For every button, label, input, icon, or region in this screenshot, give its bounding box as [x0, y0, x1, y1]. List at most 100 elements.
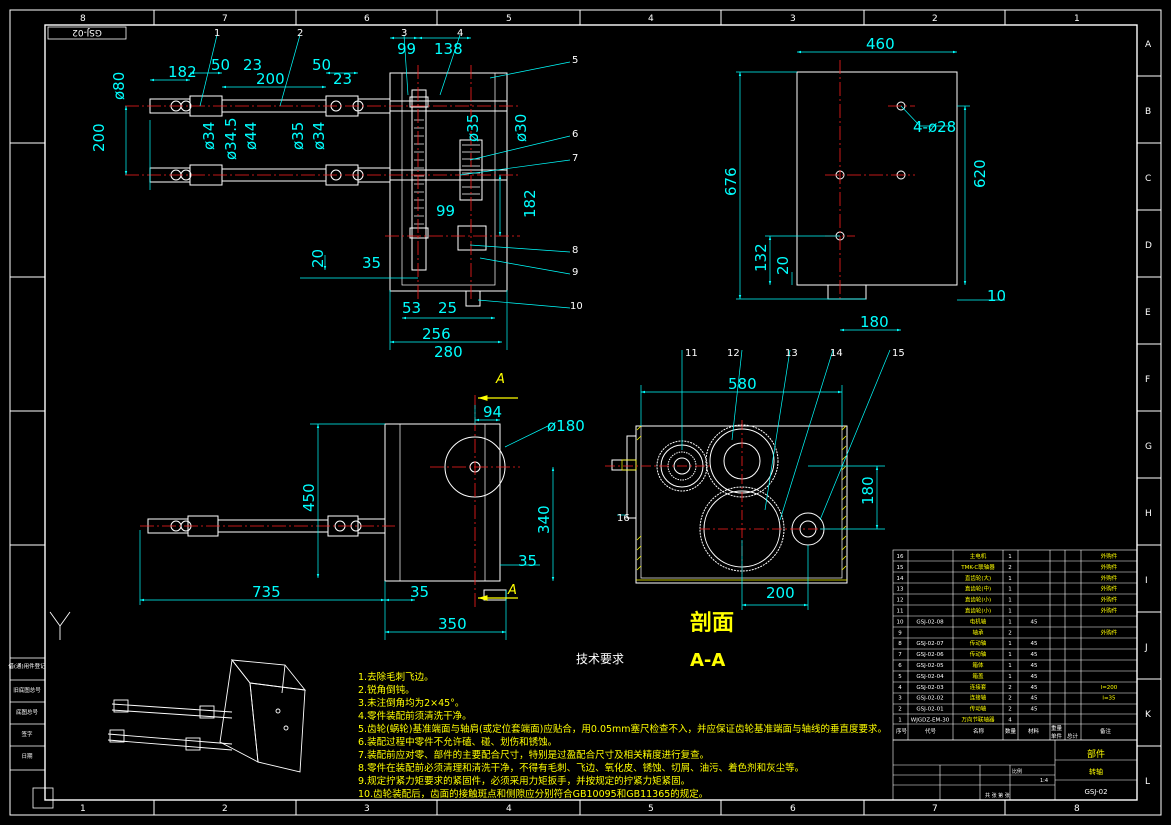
scale-label: 比例 [1012, 768, 1022, 775]
bom-cell-note: 外购件 [1101, 607, 1118, 615]
bom-cell-note: l=200 [1101, 685, 1118, 691]
dim-label: 280 [434, 343, 463, 361]
svg-text:底图总号: 底图总号 [16, 708, 39, 716]
bom-cell-qty: 1 [1008, 619, 1012, 625]
dim-label: ø34.5 [222, 117, 240, 160]
col-label-bottom: 7 [932, 804, 938, 814]
bom-cell-mat: 45 [1031, 707, 1038, 713]
bom-cell-note: 外购件 [1101, 628, 1118, 636]
section-balloon-labels: 11 12 13 14 15 16 [617, 348, 905, 524]
front-balloons [199, 34, 571, 309]
dim-label: 350 [438, 615, 467, 633]
dim-label: 256 [422, 325, 451, 343]
dim-label: ø44 [242, 122, 260, 150]
svg-text:A-A: A-A [690, 650, 725, 671]
bom-cell-name: 连接套 [970, 683, 987, 691]
col-label-bottom: 5 [648, 804, 654, 814]
svg-text:日期: 日期 [21, 753, 33, 760]
bom-cell-note: l=35 [1102, 696, 1116, 702]
bom-header-no: 序号 [896, 727, 908, 735]
dim-label: 23 [243, 56, 262, 74]
section-view [605, 420, 848, 584]
bom-cell-code: GSJ-02-05 [916, 663, 944, 669]
dim-label: 460 [866, 35, 895, 53]
balloon-1: 1 [214, 28, 220, 39]
bom-cell-name: 直齿轮(大) [965, 574, 991, 582]
row-label: H [1145, 509, 1152, 519]
section-arrows [478, 395, 518, 601]
bom-cell-name: 直齿轮(小) [965, 596, 991, 604]
svg-text:GSJ-02: GSJ-02 [72, 27, 102, 37]
svg-text:A: A [495, 372, 505, 387]
dim-label: ø80 [110, 72, 128, 100]
bom-cell-code: GSJ-02-08 [916, 619, 944, 625]
col-label-bottom: 2 [222, 804, 228, 814]
bom-cell-qty: 2 [1008, 630, 1012, 636]
dim-label: ø35 [464, 114, 482, 142]
bom-cell-no: 13 [897, 587, 904, 593]
bom-cell-name: 箱体 [972, 661, 984, 669]
bom-cell-no: 11 [897, 609, 904, 615]
dim-label: 20 [774, 256, 792, 275]
balloon-8: 8 [572, 245, 578, 256]
bom-header-name: 名称 [973, 727, 985, 735]
balloon-4: 4 [457, 28, 463, 39]
bom-cell-mat: 45 [1031, 641, 1038, 647]
bom-header-unit: 单件 [1051, 732, 1063, 740]
row-label: J [1144, 643, 1148, 653]
bom-cell-qty: 1 [1008, 554, 1012, 560]
bom-cell-code: WJGDZ-EM-30 [911, 718, 950, 724]
side-view-dimensions [736, 50, 1005, 332]
bom-cell-note: 外购件 [1101, 596, 1118, 604]
bom-cell-qty: 1 [1008, 674, 1012, 680]
dim-label: 10 [987, 287, 1006, 305]
bom-cell-note: 外购件 [1101, 552, 1118, 560]
dim-label: 23 [333, 70, 352, 88]
row-label: C [1145, 174, 1151, 184]
tech-note: 6.装配过程中零件不允许磕、碰、划伤和锈蚀。 [358, 736, 557, 748]
bom-cell-name: 箱盖 [972, 672, 984, 680]
frame-column-labels: 8 7 6 5 4 3 2 1 1 2 3 4 5 6 7 8 [80, 14, 1080, 814]
tech-note: 5.齿轮(蜗轮)基准端面与轴肩(或定位套端面)应贴合，用0.05mm塞尺检查不入… [358, 723, 887, 735]
dim-label: 676 [722, 167, 740, 196]
balloon-10: 10 [570, 301, 583, 312]
bom-cell-qty: 1 [1008, 587, 1012, 593]
section-markers: A A [495, 372, 517, 598]
dim-label: 50 [211, 56, 230, 74]
svg-text:借(通)用件登记: 借(通)用件登记 [8, 662, 46, 670]
dim-label: 35 [362, 254, 381, 272]
scale-value: 1:4 [1040, 778, 1048, 784]
top-view-dimensions [139, 405, 555, 640]
dim-label: 53 [402, 299, 421, 317]
drawing-frame [9, 9, 1162, 816]
dim-label: 200 [256, 70, 285, 88]
dim-label: ø30 [512, 114, 530, 142]
svg-text:旧底图总号: 旧底图总号 [13, 686, 41, 694]
svg-text:A: A [507, 583, 517, 598]
dim-label: 35 [518, 552, 537, 570]
section-dim-text: 580 180 200 [728, 375, 877, 602]
dim-label: 180 [860, 313, 889, 331]
tech-note: 8.零件在装配前必须清理和清洗干净，不得有毛刺、飞边、氧化皮、锈蚀、切屑、油污、… [358, 762, 804, 774]
bom-cell-no: 1 [898, 718, 902, 724]
front-view-dimensions [124, 36, 508, 350]
bom-cell-qty: 4 [1008, 718, 1012, 724]
tech-note: 9.规定拧紧力矩要求的紧固件，必须采用力矩扳手，并按规定的拧紧力矩紧固。 [358, 775, 690, 787]
bom-cell-mat: 45 [1031, 619, 1038, 625]
dim-label: 4-ø28 [913, 118, 956, 136]
bom-cell-qty: 1 [1008, 663, 1012, 669]
bom-cell-no: 12 [897, 598, 904, 604]
section-dimensions [617, 349, 891, 610]
tech-note: 4.零件装配前须清洗干净。 [358, 710, 472, 722]
dim-label: 99 [397, 40, 416, 58]
col-label-bottom: 1 [80, 804, 86, 814]
bom-cell-code: GSJ-02-01 [916, 707, 943, 713]
bom-cell-qty: 1 [1008, 609, 1012, 615]
balloon-12: 12 [727, 348, 740, 359]
tech-note: 10.齿轮装配后，齿面的接触斑点和侧隙应分别符合GB10095和GB11365的… [358, 788, 708, 800]
col-label-bottom: 6 [790, 804, 796, 814]
front-view-dim-text: 182 50 23 200 50 23 ø80 200 ø34 ø34.5 ø4… [90, 40, 539, 361]
bom-cell-qty: 1 [1008, 598, 1012, 604]
bom-cell-mat: 45 [1031, 663, 1038, 669]
